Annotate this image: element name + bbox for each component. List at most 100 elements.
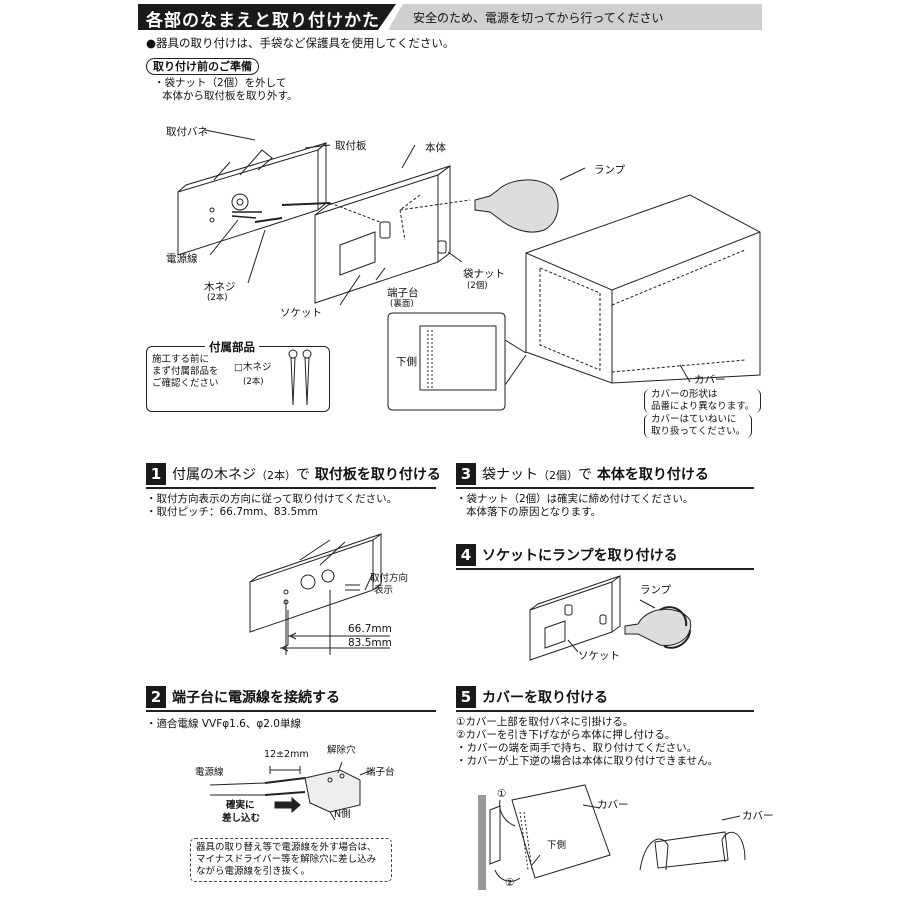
wire-drawing — [231, 211, 262, 219]
label-cap-nut-count: (2個) — [467, 281, 488, 291]
cover-note-2a: カバーはていねいに — [651, 414, 737, 425]
label-screw: 木ネジ — [204, 281, 236, 293]
screw-drawing-1 — [281, 202, 331, 206]
accessories-line3: ご確認ください — [152, 378, 219, 389]
step1-dir-label-a: 取付方向 — [370, 573, 409, 584]
step1-heading: 1 付属の木ネジ（2本）で 取付板を取り付ける — [146, 463, 441, 489]
step5-number: 5 — [456, 686, 476, 708]
step2-terminal: 端子台 — [366, 767, 395, 778]
cover-note-2b: 取り扱ってください。 — [651, 426, 746, 437]
label-plate: 取付板 — [335, 140, 367, 152]
arrow-1-icon — [499, 799, 516, 827]
preparation-badge: 取り付け前のご準備 — [146, 58, 259, 75]
step1-line1: ・取付方向表示の方向に従って取り付けてください。 — [146, 493, 398, 505]
cover-note-1b: 品番により異なります。 — [651, 401, 755, 412]
step5-line2: ②カバーを引き下げながら本体に押し付ける。 — [456, 729, 676, 741]
step5-cover: カバー — [597, 799, 629, 811]
label-lamp: ランプ — [594, 164, 626, 176]
step4-title: ソケットにランプを取り付ける — [482, 548, 678, 564]
step3-line2: 本体落下の原因となります。 — [466, 506, 602, 518]
accessories-line1: 施工する前に — [152, 354, 210, 365]
label-socket: ソケット — [280, 307, 322, 319]
step2-strip-length: 12±2mm — [264, 749, 309, 760]
step3-title-d: 本体を取り付ける — [596, 467, 709, 483]
accessories-title: 付属部品 — [205, 339, 259, 355]
plate-drawing — [177, 149, 319, 256]
step1-title-c: で — [296, 467, 310, 483]
label-cover: カバー — [694, 374, 726, 386]
step2-note3: ながら電源線を引き抜く。 — [196, 866, 311, 877]
step2-note2: マイナスドライバー等を解除穴に差し込み — [196, 854, 377, 865]
label-terminal-sub: (裏面) — [390, 299, 414, 309]
step1-title: 付属の木ネジ（2本）で 取付板を取り付ける — [172, 464, 441, 484]
step5-line1: ①カバー上部を取付バネに引掛ける。 — [456, 716, 634, 728]
step3-rule — [456, 487, 754, 489]
preparation-line2: 本体から取付板を取り外す。 — [162, 90, 298, 102]
step3-line1: ・袋ナット（2個）は確実に締め付けてください。 — [456, 493, 694, 505]
label-wire: 電源線 — [166, 253, 198, 265]
step5-cover2: カバー — [742, 810, 774, 822]
step1-dim2: 83.5mm — [348, 637, 392, 649]
step3-number: 3 — [456, 463, 476, 485]
step2-number: 2 — [146, 686, 166, 708]
label-body: 本体 — [425, 142, 446, 154]
step1-dim1: 66.7mm — [348, 623, 392, 635]
step2-wire: 電源線 — [195, 767, 224, 778]
accessories-item-count: (2本) — [243, 377, 264, 387]
label-bottom-side: 下側 — [396, 356, 417, 368]
label-spring: 取付バネ — [166, 126, 208, 138]
body-drawing — [314, 174, 439, 304]
step5-mark2: ② — [505, 877, 515, 889]
step4-number: 4 — [456, 544, 476, 566]
step2-title: 端子台に電源線を接続する — [172, 690, 340, 706]
spring-drawing — [213, 149, 273, 181]
label-cap-nut: 袋ナット — [463, 268, 505, 280]
step1-number: 1 — [146, 463, 166, 485]
step2-n-side: N側 — [334, 809, 351, 820]
step2-push-a: 確実に — [226, 800, 255, 811]
step1-line2: ・取付ピッチ：66.7mm、83.5mm — [146, 506, 318, 518]
section-header: 各部のなまえと取り付けかた 安全のため、電源を切ってから行ってください — [138, 4, 762, 31]
step1-title-b: （2本） — [256, 469, 296, 482]
step1-rule — [146, 487, 436, 489]
header-note-bar — [388, 4, 762, 30]
preparation-line1: ・袋ナット（2個）を外して — [154, 77, 287, 89]
label-screw-count: (2本) — [207, 293, 228, 303]
lamp-drawing — [474, 179, 559, 233]
step5-mark1: ① — [497, 788, 507, 800]
step3-title: 袋ナット（2個）で 本体を取り付ける — [482, 464, 709, 484]
step5-line4: ・カバーが上下逆の場合は本体に取り付けできません。 — [456, 755, 719, 767]
step2-note-box — [190, 838, 392, 882]
header-bar — [138, 4, 396, 30]
rotate-arrow-icon — [659, 606, 691, 649]
step5-title: カバーを取り付ける — [482, 690, 608, 706]
step3-heading: 3 袋ナット（2個）で 本体を取り付ける — [456, 463, 754, 489]
screw-drawing-2 — [254, 217, 283, 223]
step1-title-a: 付属の木ネジ — [172, 467, 256, 483]
step2-rule — [146, 710, 436, 712]
step2-heading: 2 端子台に電源線を接続する — [146, 686, 436, 712]
step3-title-b: （2個） — [538, 469, 578, 482]
accessories-item: □木ネジ — [234, 362, 272, 373]
step5-heading: 5 カバーを取り付ける — [456, 686, 754, 712]
step4-rule — [456, 568, 754, 570]
step2-line1: ・適合電線 VVFφ1.6、φ2.0単線 — [146, 718, 301, 730]
accessories-line2: まず付属部品を — [152, 366, 219, 377]
cover-drawing — [525, 194, 761, 384]
step1-dir-label-b: 表示 — [374, 585, 394, 596]
cover-note-1: カバーの形状は 品番により異なります。 — [644, 389, 762, 413]
step4-lamp: ランプ — [640, 584, 672, 596]
push-arrow-icon — [274, 796, 301, 814]
step2-note1: 器具の取り替え等で電源線を外す場合は、 — [196, 842, 377, 853]
step2-push-b: 差し込む — [222, 813, 261, 824]
step4-heading: 4 ソケットにランプを取り付ける — [456, 544, 754, 570]
step5-bottom: 下側 — [547, 840, 567, 851]
step4-socket: ソケット — [578, 650, 620, 662]
step1-title-d: 取付板を取り付ける — [314, 467, 441, 483]
step3-title-a: 袋ナット — [482, 467, 538, 483]
